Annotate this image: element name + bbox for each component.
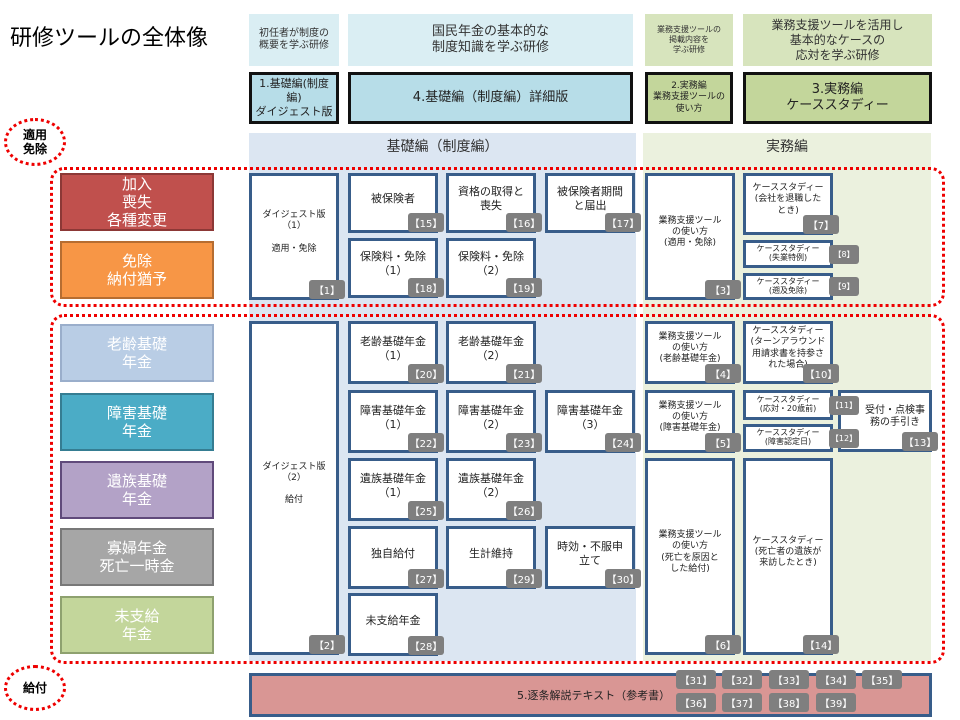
chikujo-text-label: 5.逐条解説テキスト（参考書） xyxy=(517,689,671,702)
kyufu-zone xyxy=(50,314,945,664)
kyufu-label: 給付 xyxy=(4,665,66,711)
module-number-tag: 【20】 xyxy=(408,364,444,383)
reference-number-tag[interactable]: 【33】 xyxy=(769,670,809,689)
module-number-tag: 【15】 xyxy=(408,213,444,232)
module-number-tag: 【12】 xyxy=(829,429,859,448)
module-box-b11[interactable]: ケーススタディー (応対・20歳前) xyxy=(743,390,833,420)
module-number-tag: 【25】 xyxy=(408,501,444,520)
module-number-tag: 【24】 xyxy=(605,433,641,452)
description-d1: 初任者が制度の 概要を学ぶ研修 xyxy=(249,14,339,66)
module-number-tag: 【30】 xyxy=(605,569,641,588)
module-box-b2[interactable]: ダイジェスト版 （2） 給付 xyxy=(249,321,339,655)
description-d2: 国民年金の基本的な 制度知識を学ぶ研修 xyxy=(348,14,633,66)
module-box-b26[interactable]: 遺族基礎年金 （2） xyxy=(446,458,536,521)
category-c6[interactable]: 寡婦年金 死亡一時金 xyxy=(60,528,214,586)
tier-t3[interactable]: 2.実務編 業務支援ツールの 使い方 xyxy=(645,72,733,124)
reference-number-tag[interactable]: 【35】 xyxy=(862,670,902,689)
reference-number-tag[interactable]: 【34】 xyxy=(816,670,856,689)
module-number-tag: 【17】 xyxy=(605,213,641,232)
reference-number-tag[interactable]: 【31】 xyxy=(676,670,716,689)
reference-number-tag[interactable]: 【32】 xyxy=(722,670,762,689)
module-number-tag: 【13】 xyxy=(902,432,938,451)
module-number-tag: 【26】 xyxy=(506,501,542,520)
category-c3[interactable]: 老齢基礎 年金 xyxy=(60,324,214,382)
module-number-tag: 【27】 xyxy=(408,569,444,588)
category-c7[interactable]: 未支給 年金 xyxy=(60,596,214,654)
tekiyo-menjo-label: 適用 免除 xyxy=(4,118,66,166)
jitsumu-band-header: 実務編 xyxy=(766,139,808,155)
module-number-tag: 【19】 xyxy=(506,278,542,297)
module-number-tag: 【6】 xyxy=(705,635,741,654)
category-c4[interactable]: 障害基礎 年金 xyxy=(60,393,214,451)
category-c2[interactable]: 免除 納付猶予 xyxy=(60,241,214,299)
reference-number-tag[interactable]: 【36】 xyxy=(676,693,716,712)
module-number-tag: 【22】 xyxy=(408,433,444,452)
module-number-tag: 【10】 xyxy=(803,364,839,383)
module-number-tag: 【28】 xyxy=(408,636,444,655)
reference-number-tag[interactable]: 【39】 xyxy=(816,693,856,712)
module-number-tag: 【2】 xyxy=(309,635,345,654)
module-box-b6[interactable]: 業務支援ツール の使い方 (死亡を原因と した給付) xyxy=(645,458,735,655)
module-number-tag: 【11】 xyxy=(829,396,859,415)
category-c5[interactable]: 遺族基礎 年金 xyxy=(60,461,214,519)
module-number-tag: 【23】 xyxy=(506,433,542,452)
description-d3: 業務支援ツールの 掲載内容を 学ぶ研修 xyxy=(645,14,733,66)
module-box-b4[interactable]: 業務支援ツール の使い方 (老齢基礎年金) xyxy=(645,321,735,384)
module-number-tag: 【18】 xyxy=(408,278,444,297)
module-number-tag: 【7】 xyxy=(803,215,839,234)
module-box-b9[interactable]: ケーススタディー (遡及免除) xyxy=(743,273,833,300)
module-box-b1[interactable]: ダイジェスト版 （1） 適用・免除 xyxy=(249,173,339,300)
module-box-b8[interactable]: ケーススタディー (失業特例) xyxy=(743,240,833,268)
module-number-tag: 【29】 xyxy=(506,569,542,588)
tekiyo-zone xyxy=(50,167,945,307)
module-box-b14[interactable]: ケーススタディー (死亡者の遺族が 来訪したとき) xyxy=(743,458,833,655)
kiso-band-header: 基礎編（制度編） xyxy=(386,139,499,155)
module-box-b3[interactable]: 業務支援ツール の使い方 (適用・免除) xyxy=(645,173,735,300)
module-number-tag: 【21】 xyxy=(506,364,542,383)
module-number-tag: 【4】 xyxy=(705,364,741,383)
module-number-tag: 【9】 xyxy=(829,277,859,296)
tier-t4[interactable]: 3.実務編 ケーススタディー xyxy=(743,72,932,124)
module-number-tag: 【16】 xyxy=(506,213,542,232)
reference-number-tag[interactable]: 【37】 xyxy=(722,693,762,712)
tier-t1[interactable]: 1.基礎編(制度編) ダイジェスト版 xyxy=(249,72,339,124)
module-box-b12[interactable]: ケーススタディー (障害認定日) xyxy=(743,424,833,452)
page-title: 研修ツールの全体像 xyxy=(10,26,209,51)
tier-t2[interactable]: 4.基礎編（制度編）詳細版 xyxy=(348,72,633,124)
category-c1[interactable]: 加入 喪失 各種変更 xyxy=(60,173,214,231)
module-number-tag: 【1】 xyxy=(309,280,345,299)
module-number-tag: 【5】 xyxy=(705,433,741,452)
module-box-b18[interactable]: 保険料・免除 （1） xyxy=(348,238,438,298)
description-d4: 業務支援ツールを活用し 基本的なケースの 応対を学ぶ研修 xyxy=(743,14,932,66)
reference-number-tag[interactable]: 【38】 xyxy=(769,693,809,712)
module-number-tag: 【3】 xyxy=(705,280,741,299)
module-number-tag: 【8】 xyxy=(829,245,859,264)
module-number-tag: 【14】 xyxy=(803,635,839,654)
